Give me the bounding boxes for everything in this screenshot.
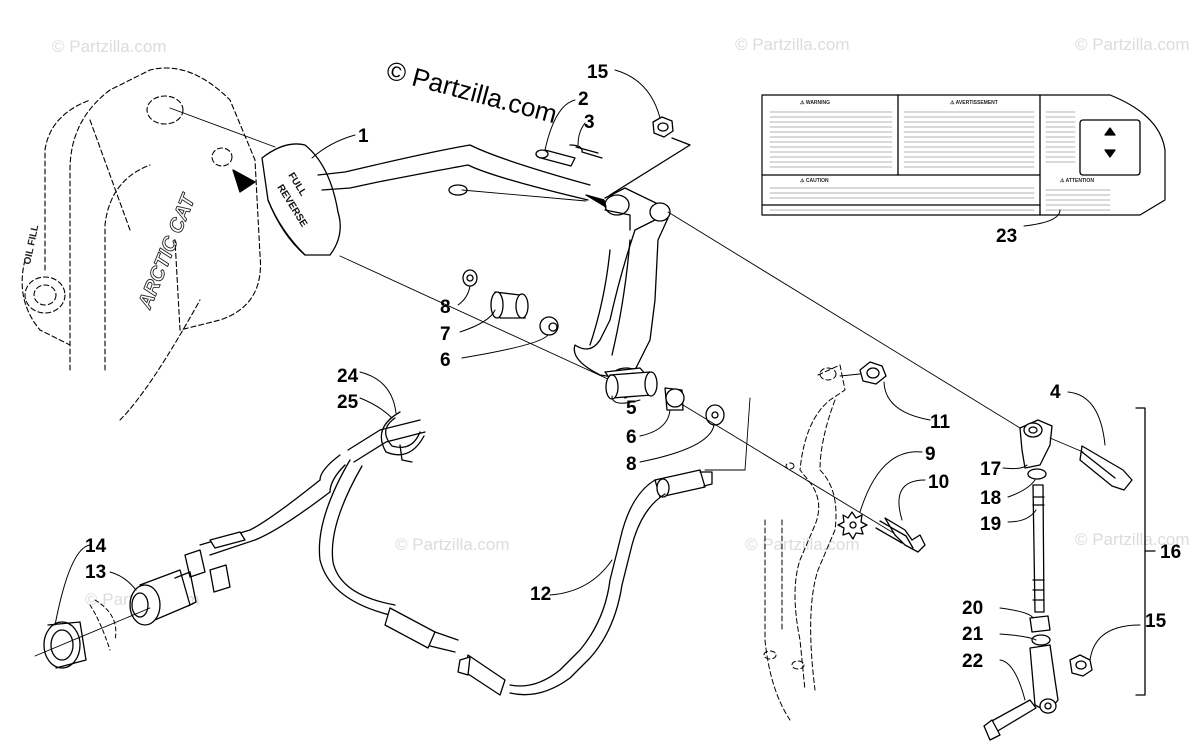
watermark: © Partzilla.com xyxy=(1075,35,1190,54)
callout-label: 9 xyxy=(925,444,936,465)
callout-labels: 1 2 3 15 23 8 7 6 24 25 5 6 8 11 9 10 4 … xyxy=(85,62,1181,672)
arctic-cat-logo: ARCTIC CAT xyxy=(134,190,201,313)
callout-label: 24 xyxy=(337,366,359,387)
bell-crank xyxy=(461,187,671,399)
cable-clamp xyxy=(380,411,425,463)
reverse-handle: FULL REVERSE xyxy=(261,143,591,256)
hex-nut xyxy=(609,116,691,196)
callout-label: 2 xyxy=(578,89,589,110)
callout-label: 14 xyxy=(85,536,107,557)
watermark: © Partzilla.com xyxy=(745,535,860,554)
warning-decal: ⚠ WARNING ⚠ AVERTISSEMENT ⚠ CAUTION ⚠ AT… xyxy=(761,94,1166,216)
linkage-assembly xyxy=(983,407,1156,741)
wiring-harness xyxy=(184,419,459,653)
callout-label: 4 xyxy=(1050,382,1061,403)
callout-label: 22 xyxy=(962,651,983,672)
leader-lines xyxy=(54,69,1141,701)
frame-bracket xyxy=(763,364,846,721)
callout-label: 8 xyxy=(626,454,637,475)
callout-label: 1 xyxy=(358,126,369,147)
callout-label: 17 xyxy=(980,459,1001,480)
callout-label: 6 xyxy=(440,350,451,371)
callout-label: 5 xyxy=(626,398,637,419)
callout-label: 21 xyxy=(962,624,984,645)
callout-label: 3 xyxy=(584,112,595,133)
decal-avertissement: ⚠ AVERTISSEMENT xyxy=(950,100,998,106)
callout-label: 18 xyxy=(980,488,1001,509)
callout-label: 6 xyxy=(626,427,637,448)
engine-casting xyxy=(21,67,262,421)
upper-bushings xyxy=(339,255,611,381)
watermark: © Partzilla.com xyxy=(395,535,510,554)
callout-label: 7 xyxy=(440,324,451,345)
decal-caution: ⚠ CAUTION xyxy=(800,178,829,184)
watermark: © Partzilla.com xyxy=(52,37,167,56)
oil-fill-label: OIL FILL xyxy=(22,224,41,266)
star-washer xyxy=(837,511,868,540)
flange-nut xyxy=(839,361,887,385)
callout-label: 10 xyxy=(928,472,949,493)
lower-bushings xyxy=(605,371,906,541)
callout-label: 25 xyxy=(337,392,359,413)
arrow-icon xyxy=(232,169,256,193)
decal-attention: ⚠ ATTENTION xyxy=(1060,178,1094,184)
ignition-switch xyxy=(34,569,197,669)
decal-warning: ⚠ WARNING xyxy=(800,100,830,106)
watermark: © Partzilla.com xyxy=(1075,530,1190,549)
watermark: © Partzilla.com xyxy=(735,35,850,54)
copyright-text: © Partzilla.com xyxy=(383,55,560,129)
callout-label: 12 xyxy=(530,584,551,605)
callout-label: 15 xyxy=(1145,611,1167,632)
callout-label: 13 xyxy=(85,562,106,583)
callout-label: 16 xyxy=(1160,542,1181,563)
casting-labels: OIL FILL ARCTIC CAT xyxy=(22,190,201,314)
decal-fine-print xyxy=(769,111,1111,211)
callout-label: 20 xyxy=(962,598,983,619)
callout-label: 23 xyxy=(996,226,1017,247)
switch-sensor xyxy=(457,397,751,696)
callout-label: 11 xyxy=(930,412,951,433)
leader-line xyxy=(169,107,276,148)
callout-label: 8 xyxy=(440,297,451,318)
clevis-pin xyxy=(535,144,603,167)
callout-label: 15 xyxy=(587,62,609,83)
hex-bolt xyxy=(875,517,926,553)
callout-label: 19 xyxy=(980,514,1001,535)
